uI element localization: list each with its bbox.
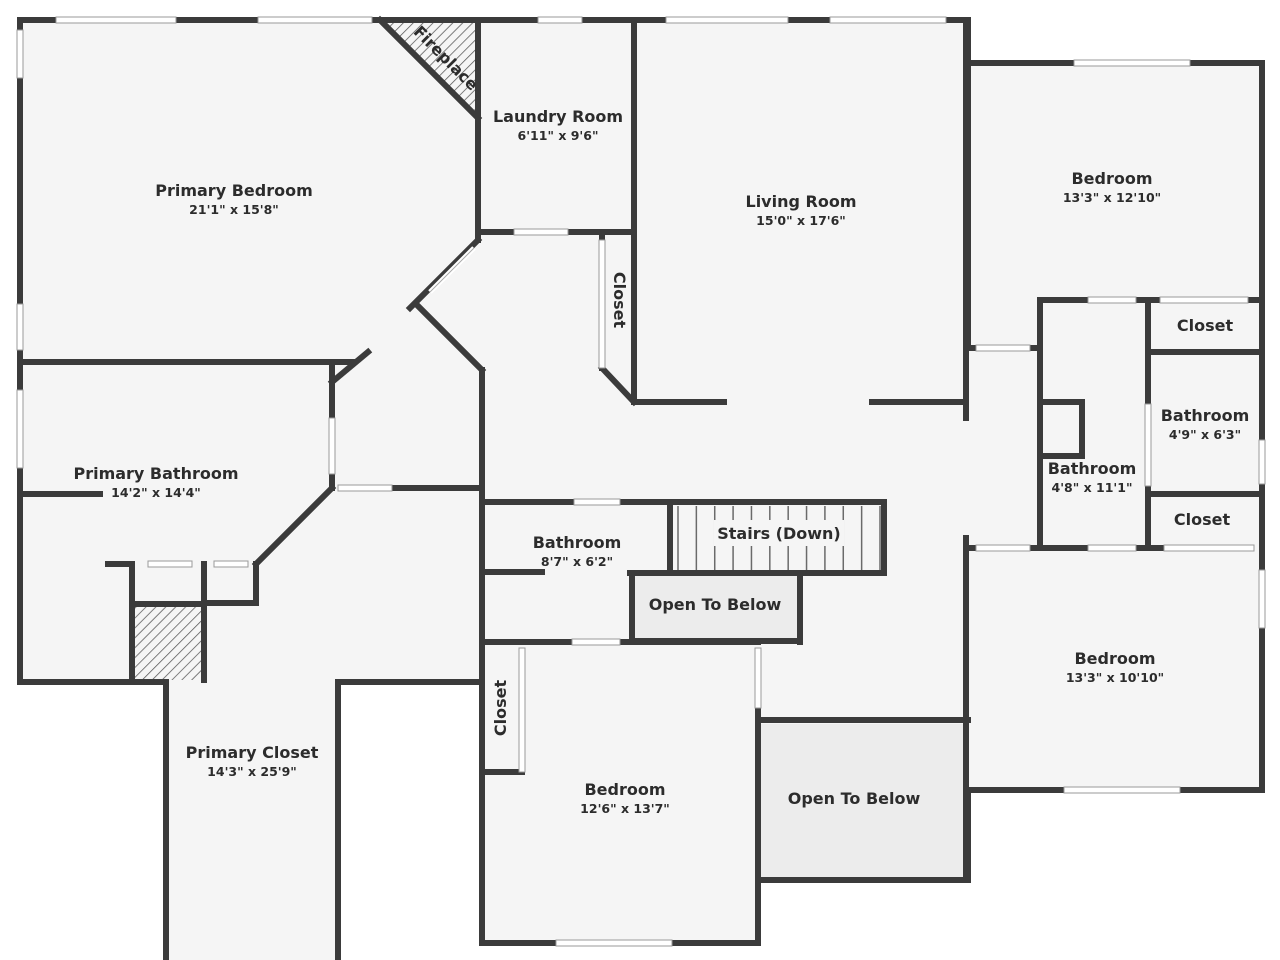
window-bedroom-se-south bbox=[1063, 786, 1181, 794]
hall-door-diag bbox=[405, 235, 483, 313]
walls bbox=[17, 15, 1265, 960]
window-living-2 bbox=[829, 16, 947, 24]
living-room-name: Living Room bbox=[746, 192, 857, 211]
open-to-below-floor-2 bbox=[761, 724, 967, 879]
stairs-label-backdrop bbox=[714, 520, 844, 546]
bathroom-mid-name: Bathroom bbox=[533, 533, 622, 552]
bedroom-se-door bbox=[975, 544, 1031, 552]
bathroom-e-dim: 4'9" x 6'3" bbox=[1169, 427, 1241, 442]
bedroom-ne-name: Bedroom bbox=[1071, 169, 1152, 188]
primary-closet-name: Primary Closet bbox=[186, 743, 319, 762]
window-living-1 bbox=[665, 16, 789, 24]
closet-bedroom-s-name: Closet bbox=[491, 680, 510, 737]
stairs-name: Stairs (Down) bbox=[717, 524, 841, 543]
open-to-below-floor-1 bbox=[633, 575, 800, 641]
closet-e-door bbox=[1163, 544, 1255, 552]
stairs-treads bbox=[677, 506, 881, 570]
bathroom-e-name: Bathroom bbox=[1161, 406, 1250, 425]
exterior-wall-west bbox=[17, 17, 169, 960]
bath-e-door bbox=[1144, 403, 1152, 487]
primary-bath-vanity-gap-2 bbox=[213, 560, 249, 568]
primary-bath-vanity-gap bbox=[147, 560, 193, 568]
window-bedroom-se-east bbox=[1258, 569, 1266, 629]
living-room-dim: 15'0" x 17'6" bbox=[756, 213, 846, 228]
room-labels: Primary Bedroom 21'1" x 15'8" Laundry Ro… bbox=[73, 22, 1249, 816]
primary-bath-diag-wall bbox=[251, 483, 337, 569]
bedroom-se-name: Bedroom bbox=[1074, 649, 1155, 668]
open-below-2-name: Open To Below bbox=[788, 789, 921, 808]
closet-ne-door bbox=[1159, 296, 1249, 304]
closet-ne-name: Closet bbox=[1177, 316, 1234, 335]
open-below-1-name: Open To Below bbox=[649, 595, 782, 614]
bedroom-s-door bbox=[571, 638, 621, 646]
bedroom-se-dim: 13'3" x 10'10" bbox=[1066, 670, 1164, 685]
bedroom-s-name: Bedroom bbox=[584, 780, 665, 799]
bath-mid-door bbox=[573, 498, 621, 506]
openings bbox=[147, 228, 1255, 773]
hall-diag-wall bbox=[413, 301, 487, 375]
window-pb-west-1 bbox=[16, 29, 24, 79]
bathroom-c-name: Bathroom bbox=[1048, 459, 1137, 478]
bedroom-s-door-east bbox=[754, 647, 762, 709]
closet-laundry-door bbox=[598, 239, 606, 369]
bath-c-door-south bbox=[1087, 544, 1137, 552]
window-bedroom-s bbox=[555, 939, 673, 947]
closet-bedroom-s-door bbox=[518, 647, 526, 773]
window-laundry bbox=[537, 16, 583, 24]
window-pb-1 bbox=[55, 16, 177, 24]
window-bath-e bbox=[1258, 439, 1266, 485]
bedroom-ne-dim: 13'3" x 12'10" bbox=[1063, 190, 1161, 205]
chimney-hatch bbox=[132, 604, 204, 680]
laundry-room-name: Laundry Room bbox=[493, 107, 623, 126]
closet-e-name: Closet bbox=[1174, 510, 1231, 529]
fireplace-wall bbox=[375, 15, 483, 123]
primary-bath-diag-door bbox=[327, 347, 373, 387]
window-pb-west-2 bbox=[16, 303, 24, 351]
laundry-door bbox=[513, 228, 569, 236]
bathroom-mid-dim: 8'7" x 6'2" bbox=[541, 554, 613, 569]
primary-bedroom-dim: 21'1" x 15'8" bbox=[189, 202, 279, 217]
primary-bedroom-name: Primary Bedroom bbox=[155, 181, 313, 200]
window-pbath-west bbox=[16, 389, 24, 469]
bath-c-door-north bbox=[1087, 296, 1137, 304]
window-bedroom-ne bbox=[1073, 59, 1191, 67]
primary-closet-dim: 14'3" x 25'9" bbox=[207, 764, 297, 779]
primary-bathroom-name: Primary Bathroom bbox=[73, 464, 238, 483]
closet-laundry-name: Closet bbox=[610, 272, 629, 329]
primary-closet-door bbox=[337, 484, 393, 492]
floor-areas bbox=[20, 20, 1262, 960]
windows bbox=[16, 16, 1266, 947]
primary-bath-door bbox=[328, 417, 336, 475]
bedroom-s-dim: 12'6" x 13'7" bbox=[580, 801, 670, 816]
primary-bathroom-dim: 14'2" x 14'4" bbox=[111, 485, 201, 500]
bathroom-c-dim: 4'8" x 11'1" bbox=[1052, 480, 1133, 495]
closet-laundry-diag bbox=[597, 363, 639, 407]
window-pb-2 bbox=[257, 16, 373, 24]
hall-diag-door-edge bbox=[429, 247, 475, 293]
bedroom-ne-door bbox=[975, 344, 1031, 352]
laundry-room-dim: 6'11" x 9'6" bbox=[518, 128, 599, 143]
